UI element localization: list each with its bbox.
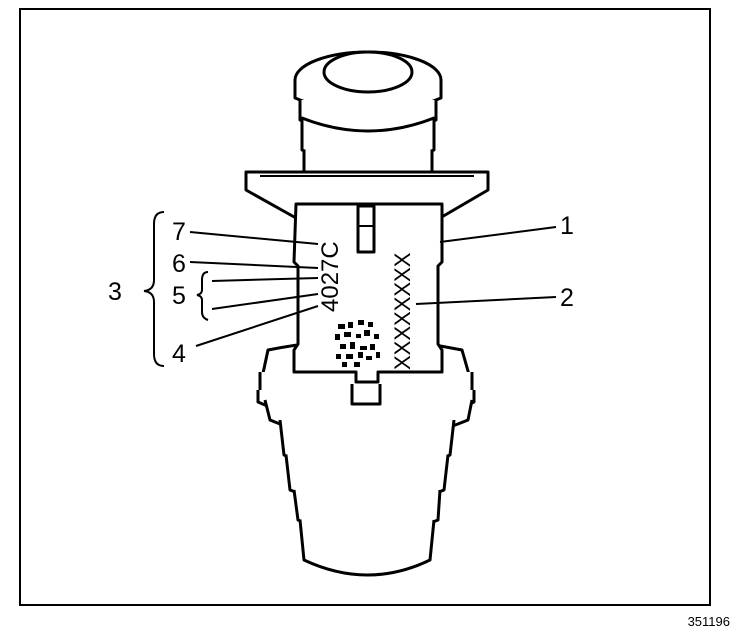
brace-3	[143, 211, 165, 367]
leader-line-5b	[211, 293, 319, 310]
diagram-frame	[19, 8, 711, 606]
leader-line-4	[195, 305, 319, 347]
leader-line-6	[189, 261, 319, 269]
callout-2: 2	[560, 284, 574, 312]
barcode-matrix	[335, 320, 380, 367]
callout-7: 7	[172, 218, 186, 246]
label-plate	[292, 202, 444, 406]
leader-line-5a	[211, 277, 319, 282]
label-code: 4027C	[317, 241, 344, 312]
serial-mask: XXXXXXXX	[390, 252, 415, 370]
leader-line-1	[439, 226, 557, 243]
lower-body	[278, 419, 456, 577]
leader-line-7	[189, 231, 319, 245]
figure-number: 351196	[687, 614, 730, 629]
leader-line-2	[415, 296, 557, 305]
callout-4: 4	[172, 340, 186, 368]
brace-5	[196, 271, 209, 321]
callout-5: 5	[172, 282, 186, 310]
callout-1: 1	[560, 212, 574, 240]
callout-3: 3	[108, 278, 122, 306]
callout-6: 6	[172, 250, 186, 278]
